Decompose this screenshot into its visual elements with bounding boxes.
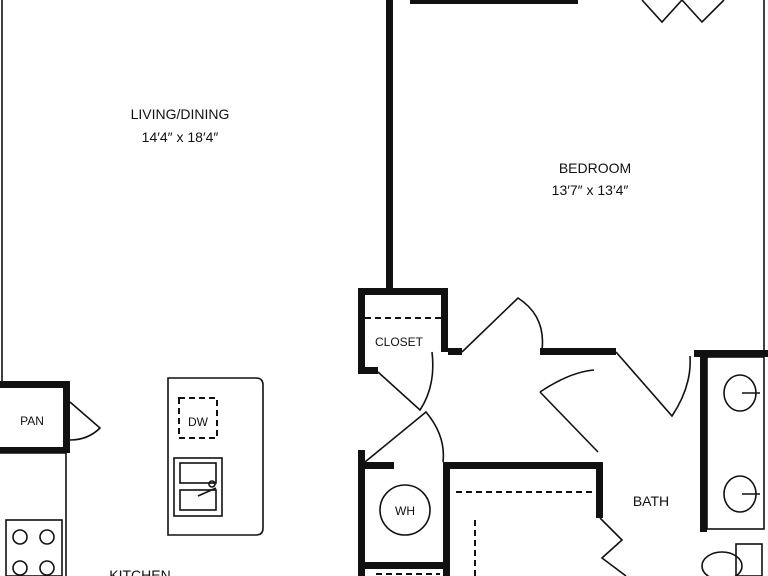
bath-bifold-door [599,517,627,576]
pantry-label: PAN [20,414,44,428]
dishwasher-label: DW [188,415,209,429]
wall-pantry-top [0,381,70,388]
bath-door [539,369,599,453]
wall-pantry-bottom [0,447,70,453]
range-burner-1 [12,529,28,545]
wall-bottom-closet [358,562,450,569]
toilet-bowl [701,551,743,576]
wall-pantry-right [63,381,70,449]
range-burner-4 [39,560,55,576]
bath-label: BATH [633,493,669,509]
wall-bath-vanity-side [700,350,707,532]
sink-outline [173,457,223,517]
sink-bowl-1 [179,462,217,484]
wall-linen-top [450,462,600,469]
wall-bedroom-bottom-mid [540,348,616,355]
kitchen-island [167,377,264,536]
wall-closet-left [358,288,365,374]
sink-bowl-2 [179,489,217,511]
wall-closet-right [441,288,448,352]
bedroom-size: 13′7″ x 13′4″ [552,182,629,198]
pantry-door [69,401,102,441]
bedroom-name: BEDROOM [559,160,631,176]
faucet-knob [208,480,216,488]
wall-hall-left [358,450,365,576]
dishwasher-outline [178,397,218,439]
wall-bedroom-bottom-left [448,348,462,355]
wall-wh-right [443,462,450,576]
closet-label: CLOSET [375,335,424,349]
wall-wh-top [358,462,394,469]
wall-bedroom-top-segment [410,0,578,4]
wall-closet-top [358,288,448,295]
labels: LIVING/DINING 14′4″ x 18′4″ BEDROOM 13′7… [20,106,669,576]
bath-door-2 [615,351,691,418]
range [5,519,63,576]
living-room-name: LIVING/DINING [131,106,230,122]
bedroom-bifold-door [641,0,725,24]
wall-bedroom-bottom-right [694,350,768,357]
bedroom-door [461,296,544,353]
closet-door [377,351,434,412]
range-burner-2 [39,529,55,545]
wall-bath-left [596,462,603,518]
range-burner-3 [12,560,28,576]
wall-living-bedroom [386,0,393,292]
wall-closet-bottom [358,367,378,374]
vanity [706,356,765,530]
living-room-size: 14′4″ x 18′4″ [142,129,219,145]
faucet [197,487,217,497]
wh-door [364,410,445,463]
water-heater [379,484,431,536]
water-heater-label: WH [395,504,415,518]
toilet-tank [735,543,763,576]
kitchen-label: KITCHEN [109,567,170,576]
